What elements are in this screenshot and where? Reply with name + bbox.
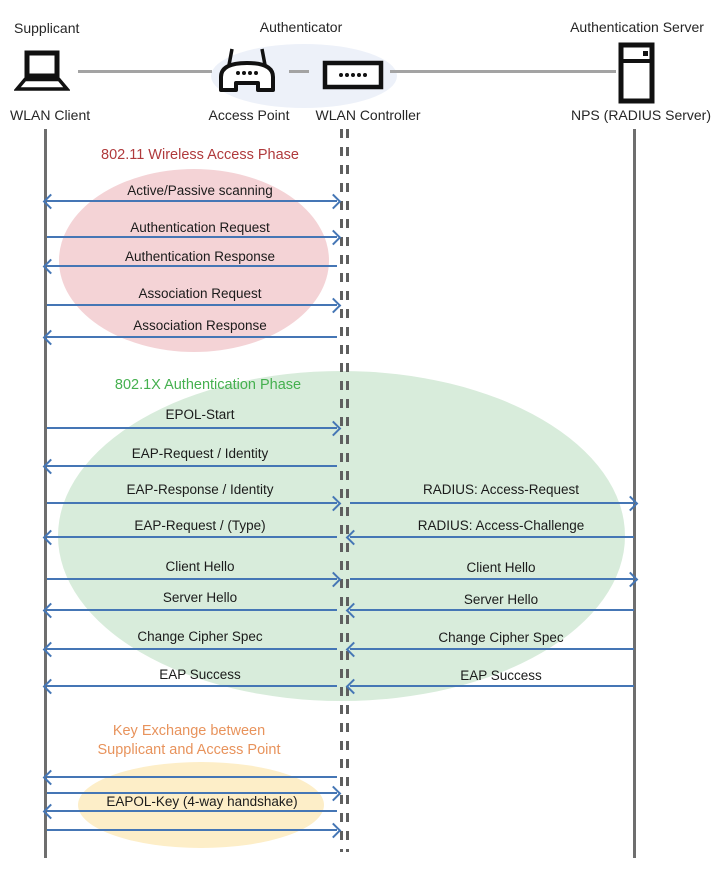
msg-eap-request-type-label: EAP-Request / (Type) bbox=[134, 518, 266, 533]
msg-scanning-label: Active/Passive scanning bbox=[127, 183, 273, 198]
msg-assoc-request-arrow bbox=[47, 304, 337, 306]
msg-eap-success-right-label: EAP Success bbox=[460, 668, 542, 683]
msg-client-hello-left-label: Client Hello bbox=[165, 559, 235, 574]
supplicant-lifeline bbox=[44, 129, 47, 858]
role-authentication-server-label: Authentication Server bbox=[570, 19, 704, 35]
msg-client-hello-right-label: Client Hello bbox=[466, 560, 536, 575]
msg-auth-response-arrow bbox=[47, 265, 337, 267]
msg-change-cipher-right-label: Change Cipher Spec bbox=[438, 630, 564, 645]
msg-change-cipher-left-label: Change Cipher Spec bbox=[137, 629, 263, 644]
role-supplicant-label: Supplicant bbox=[14, 20, 80, 36]
msg-eapol-key-label: EAPOL-Key (4-way handshake) bbox=[106, 794, 298, 809]
msg-auth-response-label: Authentication Response bbox=[124, 249, 276, 264]
device-nps-label: NPS (RADIUS Server) bbox=[570, 107, 712, 123]
msg-client-hello-left-arrow bbox=[47, 578, 337, 580]
eapol-key-arrow-3 bbox=[47, 810, 337, 812]
msg-epol-start-arrow bbox=[47, 427, 337, 429]
msg-server-hello-right-label: Server Hello bbox=[463, 592, 539, 607]
msg-server-hello-right-arrow bbox=[350, 609, 634, 611]
phase2-title: 802.1X Authentication Phase bbox=[114, 377, 302, 393]
eapol-key-arrow-4 bbox=[47, 829, 337, 831]
phase3-title-line2: Supplicant and Access Point bbox=[97, 742, 281, 758]
eapol-key-arrow-1 bbox=[47, 776, 337, 778]
msg-scanning-arrow bbox=[47, 200, 337, 202]
msg-auth-request-label: Authentication Request bbox=[130, 220, 270, 235]
server-icon bbox=[618, 42, 655, 104]
msg-client-hello-right-arrow bbox=[350, 578, 634, 580]
msg-eap-request-identity-arrow bbox=[47, 465, 337, 467]
phase3-title-line1: Key Exchange between bbox=[112, 723, 266, 739]
connector-controller-to-server bbox=[390, 70, 616, 73]
phase3-title: Key Exchange between Supplicant and Acce… bbox=[98, 722, 281, 760]
laptop-icon bbox=[14, 50, 70, 92]
msg-server-hello-left-label: Server Hello bbox=[162, 590, 238, 605]
msg-eap-success-right-arrow bbox=[350, 685, 634, 687]
access-point-icon bbox=[213, 46, 281, 94]
msg-radius-access-request-arrow bbox=[350, 502, 634, 504]
connector-ap-to-controller bbox=[289, 70, 309, 73]
msg-eap-request-type-arrow bbox=[47, 536, 337, 538]
connector-client-to-ap bbox=[78, 70, 212, 73]
msg-assoc-request-label: Association Request bbox=[138, 286, 262, 301]
device-wlan-client-label: WLAN Client bbox=[10, 107, 91, 123]
msg-change-cipher-left-arrow bbox=[47, 648, 337, 650]
msg-radius-access-challenge-arrow bbox=[350, 536, 634, 538]
eapol-key-arrow-2 bbox=[47, 792, 337, 794]
msg-assoc-response-arrow bbox=[47, 336, 337, 338]
authenticator-lifeline-dash-2 bbox=[346, 129, 349, 852]
msg-server-hello-left-arrow bbox=[47, 609, 337, 611]
msg-change-cipher-right-arrow bbox=[350, 648, 634, 650]
msg-radius-access-request-label: RADIUS: Access-Request bbox=[422, 482, 580, 497]
msg-radius-access-challenge-label: RADIUS: Access-Challenge bbox=[417, 518, 585, 533]
msg-epol-start-label: EPOL-Start bbox=[165, 407, 235, 422]
device-access-point-label: Access Point bbox=[208, 107, 290, 123]
msg-auth-request-arrow bbox=[47, 236, 337, 238]
msg-eap-success-left-label: EAP Success bbox=[159, 667, 241, 682]
authenticator-lifeline-dash-1 bbox=[340, 129, 343, 852]
phase1-title: 802.11 Wireless Access Phase bbox=[101, 147, 299, 163]
msg-eap-request-identity-label: EAP-Request / Identity bbox=[131, 446, 269, 461]
msg-eap-response-identity-label: EAP-Response / Identity bbox=[126, 482, 274, 497]
msg-assoc-response-label: Association Response bbox=[133, 318, 267, 333]
wlan-controller-icon bbox=[322, 60, 384, 90]
msg-eap-success-left-arrow bbox=[47, 685, 337, 687]
role-authenticator-label: Authenticator bbox=[259, 19, 343, 35]
device-wlan-controller-label: WLAN Controller bbox=[315, 107, 421, 123]
msg-eap-response-identity-arrow bbox=[47, 502, 337, 504]
server-lifeline bbox=[633, 129, 636, 858]
